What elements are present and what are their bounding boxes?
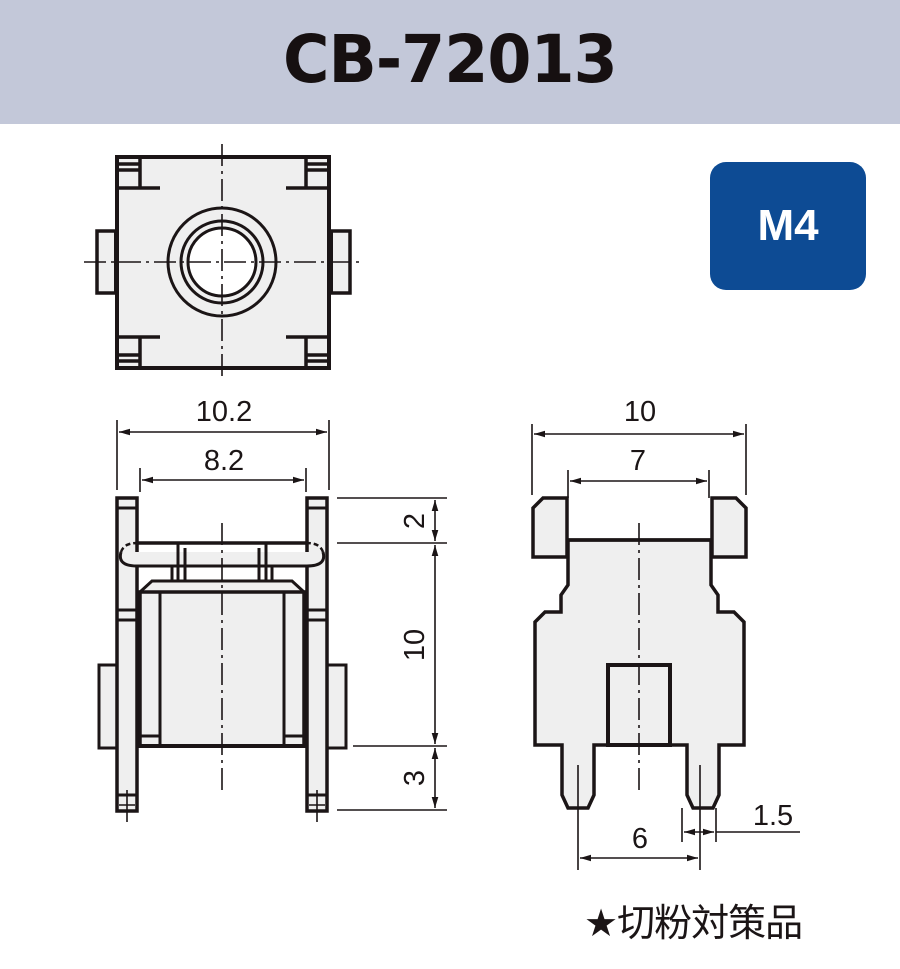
- thread-size-label: M4: [757, 201, 819, 250]
- chip-prevention-note: ★切粉対策品: [584, 901, 803, 945]
- title-banner: CB-72013: [0, 0, 900, 124]
- dim-inner-width: 8.2: [204, 445, 244, 477]
- dim-side-inner-width: 7: [630, 445, 646, 477]
- top-view: [84, 144, 362, 380]
- dim-outer-width: 10.2: [196, 396, 252, 428]
- dim-pin-length: 3: [399, 770, 431, 786]
- thread-size-badge: M4: [710, 162, 866, 290]
- product-title: CB-72013: [283, 20, 618, 98]
- dim-pin-width: 1.5: [753, 800, 793, 832]
- front-view: 10.2 8.2 2 10 3: [97, 396, 447, 822]
- dim-side-outer-width: 10: [624, 396, 656, 428]
- side-view: 10 7 6 1.5: [531, 396, 800, 870]
- dim-pin-pitch: 6: [632, 823, 648, 855]
- dim-top-height: 2: [399, 513, 431, 529]
- dim-body-height: 10: [399, 629, 431, 661]
